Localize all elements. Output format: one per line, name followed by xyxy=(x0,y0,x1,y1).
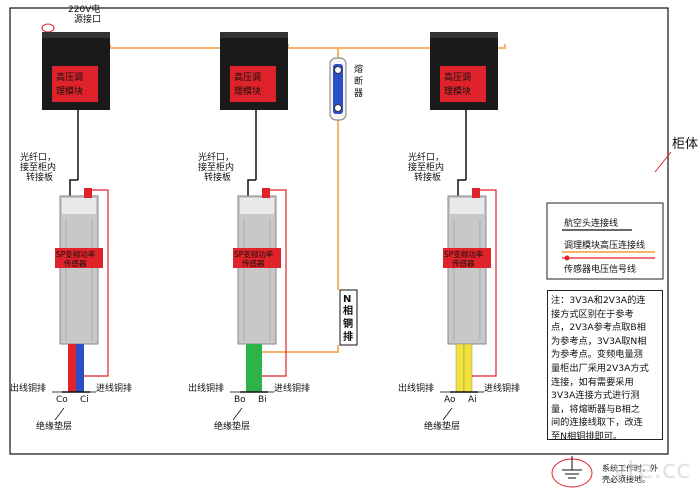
module-c-fiber-line1: 光纤口， xyxy=(20,151,56,163)
note-line: 连接，如有需要采用 xyxy=(551,376,634,388)
module-a-box-line1: 高压调 xyxy=(444,71,471,83)
module-c-fiber-line3: 转接板 xyxy=(26,171,53,183)
module-a-cable-out xyxy=(455,343,465,393)
n-busbar-label-4: 排 xyxy=(343,330,353,343)
note-line: 注：3V3A和2V3A的连 xyxy=(551,295,646,306)
legend-aviation-label: 航空头连接线 xyxy=(564,217,618,229)
module-c: 高压调 理模块 光纤口， 接至柜内 转接板 SP变频功率 传感器 Co Ci 出… xyxy=(10,32,132,432)
module-c-left-term: Co xyxy=(56,395,68,405)
note-line: 量柜出厂采用2V3A方式 xyxy=(551,362,649,374)
module-c-in-label: 进线铜排 xyxy=(96,382,132,394)
hv-link-n-to-b xyxy=(262,345,339,353)
module-a-insulation: 绝缘垫层 xyxy=(424,420,460,432)
ground-icon xyxy=(551,456,593,488)
module-c-sensor-line2: 传感器 xyxy=(64,258,87,268)
module-b-sensor-line1: SP变频功率 xyxy=(234,249,274,259)
module-a-sensor-line1: SP变频功率 xyxy=(444,249,484,259)
cabinet-label: 柜体 xyxy=(672,137,698,152)
power-label-line1: 220V电 xyxy=(68,3,100,15)
module-c-fiber-line2: 接至柜内 xyxy=(20,161,56,173)
n-busbar-label-3: 铜 xyxy=(343,317,353,330)
fuse xyxy=(329,57,347,121)
module-b-fiber-line2: 接至柜内 xyxy=(198,161,234,173)
module-a-box-line2: 理模块 xyxy=(444,85,471,97)
module-b-out-label: 出线铜排 xyxy=(188,382,224,394)
note-line: 量，将熔断器与B相之 xyxy=(551,403,640,415)
fuse-label-1: 熔 xyxy=(354,63,363,75)
module-a-in-label: 进线铜排 xyxy=(484,382,520,394)
module-a-right-term: Ai xyxy=(468,395,477,405)
module-b-fiber-line1: 光纤口， xyxy=(198,151,234,163)
module-b-fiber-line3: 转接板 xyxy=(204,171,231,183)
note-line: 点，2V3A参考点取B相 xyxy=(551,322,646,334)
module-c-insulation: 绝缘垫层 xyxy=(36,420,72,432)
note-line: 间的连接线取下，改连 xyxy=(551,417,643,429)
cabinet-pointer xyxy=(654,151,672,173)
cabinet-outline xyxy=(9,7,669,455)
module-c-out-label: 出线铜排 xyxy=(10,382,46,394)
module-b-box-line2: 理模块 xyxy=(234,85,261,97)
module-a-fiber-line1: 光纤口， xyxy=(408,151,444,163)
n-busbar-label-2: 相 xyxy=(343,304,353,317)
module-c-cable-out xyxy=(68,344,76,392)
module-b-cable-out xyxy=(246,344,254,392)
conditioning-module-c-badge xyxy=(52,66,98,102)
note-line: 至N相铜排即可。 xyxy=(551,430,623,442)
note-box: 注：3V3A和2V3A的连 接方式区别在于参考 点，2V3A参考点取B相 为参考… xyxy=(547,290,663,442)
fuse-label-3: 器 xyxy=(354,88,363,99)
legend-hv-label: 调理模块高压连接线 xyxy=(564,239,645,251)
conditioning-module-b-badge xyxy=(230,66,276,102)
note-line: 3V3A连接方式进行测 xyxy=(551,390,640,402)
module-a-fiber-line3: 转接板 xyxy=(414,171,441,183)
legend: 航空头连接线 调理模块高压连接线 传感器电压信号线 xyxy=(546,202,664,280)
module-a-out-label: 出线铜排 xyxy=(398,382,434,394)
power-label-line2: 源接口 xyxy=(74,13,101,25)
conditioning-module-a-badge xyxy=(440,66,486,102)
watermark: vte.cc xyxy=(612,455,690,485)
module-c-box-line2: 理模块 xyxy=(56,85,83,97)
note-line: 为参考点，3V3A取N相 xyxy=(551,335,647,347)
sensor-a-badge xyxy=(443,248,491,268)
sensor-b-badge xyxy=(233,248,281,268)
module-b-box-line1: 高压调 xyxy=(234,71,261,83)
module-c-cable-in xyxy=(76,344,84,392)
module-b-insulation: 绝缘垫层 xyxy=(214,420,250,432)
module-b-cable-in xyxy=(254,344,262,392)
fuse-label-2: 断 xyxy=(354,75,363,87)
power-port-marker xyxy=(41,23,55,33)
note-line: 为参考点。变频电量测 xyxy=(551,349,643,361)
module-b-sensor-line2: 传感器 xyxy=(242,258,265,268)
module-a-left-term: Ao xyxy=(444,395,456,405)
n-busbar xyxy=(339,289,358,346)
n-busbar-label-1: N xyxy=(343,294,351,305)
module-b-in-label: 进线铜排 xyxy=(274,382,310,394)
ground-note-line1: 系统工作时，外 xyxy=(602,463,658,473)
legend-signal-label: 传感器电压信号线 xyxy=(564,263,636,275)
ground-note-line2: 壳必须接地。 xyxy=(602,474,650,484)
module-a-fiber-line2: 接至柜内 xyxy=(408,161,444,173)
module-c-sensor-line1: SP变频功率 xyxy=(56,249,96,259)
note-line: 接方式区别在于参考 xyxy=(551,308,634,320)
sensor-c-badge xyxy=(55,248,103,268)
module-a-sensor-line2: 传感器 xyxy=(452,258,475,268)
module-b: 高压调 理模块 光纤口， 接至柜内 转接板 SP变频功率 传感器 Bo Bi 出… xyxy=(188,32,310,432)
module-b-left-term: Bo xyxy=(234,395,246,405)
module-b-right-term: Bi xyxy=(258,395,267,405)
module-c-box-line1: 高压调 xyxy=(56,71,83,83)
module-a: 高压调 理模块 光纤口， 接至柜内 转接板 SP变频功率 传感器 Ao Ai 出… xyxy=(398,32,520,432)
module-c-right-term: Ci xyxy=(80,395,89,405)
module-a-cable-in xyxy=(463,343,473,393)
